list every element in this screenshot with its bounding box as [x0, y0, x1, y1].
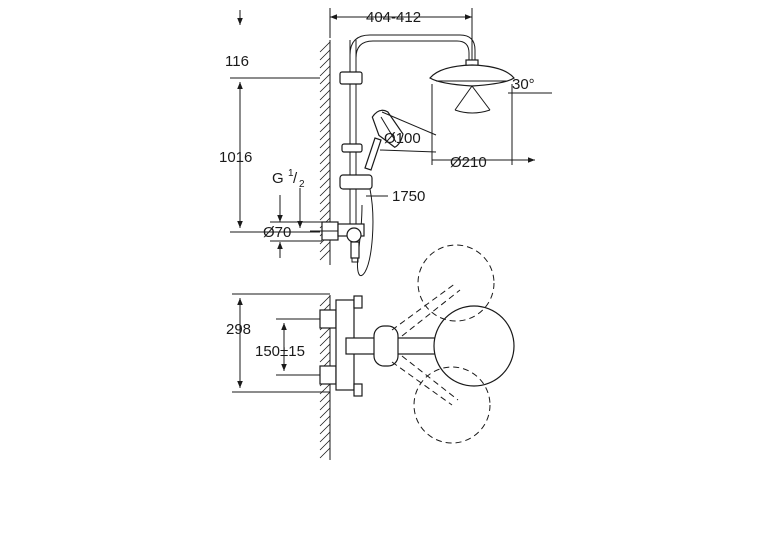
front-view: 30° Ø100 Ø210 1750 [219, 8, 552, 277]
hatch-line [319, 327, 331, 339]
thread-slash: / [293, 170, 298, 187]
hatch-line [319, 335, 331, 347]
hatch-line [319, 137, 331, 149]
hatch-line [319, 113, 331, 125]
hatch-line [319, 439, 331, 451]
swivel-positions [391, 244, 495, 444]
head-shower [429, 59, 515, 87]
hatch-line [319, 209, 331, 221]
hatch-line [319, 121, 331, 133]
hatch-line [319, 89, 331, 101]
hatch-line [319, 423, 331, 435]
hatch-line [319, 105, 331, 117]
hatch-line [319, 153, 331, 165]
wall-bracket [339, 71, 363, 85]
hatch-line [319, 295, 331, 307]
hatch-line [319, 447, 331, 459]
hatch-line [319, 169, 331, 181]
riser-rail [349, 40, 357, 225]
slider [339, 174, 373, 190]
hatch-line [319, 391, 331, 403]
head-tilt-angle-label: 30° [512, 76, 535, 93]
hatch-line [319, 145, 331, 157]
hatch-line [319, 201, 331, 213]
shower-arm [349, 34, 476, 75]
thermostat-front [310, 221, 365, 263]
hatch-line [319, 65, 331, 77]
thread-num: 1 [288, 168, 294, 179]
hatch-line [319, 177, 331, 189]
inlet-thread-label: G 1 / 2 [272, 168, 305, 190]
inlet-spacing-label: 150±15 [255, 343, 305, 360]
hatch-line [319, 193, 331, 205]
hatch-line [319, 161, 331, 173]
hatch-line [319, 249, 331, 261]
hatch-line [319, 351, 331, 363]
head-shower-diameter-label: Ø210 [450, 154, 487, 171]
hand-shower-diameter-label: Ø100 [384, 130, 421, 147]
bar-height-label: 1016 [219, 149, 252, 166]
hatch-line [319, 73, 331, 85]
hand-shower-diameter-leader [381, 111, 437, 136]
head-shower-top [433, 305, 515, 387]
hatch-line [319, 41, 331, 53]
hatch-line [319, 431, 331, 443]
hand-shower [341, 109, 404, 171]
hose-length-label: 1750 [392, 188, 425, 205]
hatch-line [319, 49, 331, 61]
top-view: 298 150±15 [226, 244, 515, 460]
hatch-line [319, 129, 331, 141]
hatch-line [319, 185, 331, 197]
hatch-line [319, 343, 331, 355]
thread-den: 2 [299, 179, 305, 190]
hatch-line [319, 97, 331, 109]
hatch-line [319, 81, 331, 93]
hatch-line [319, 415, 331, 427]
hatch-line [319, 399, 331, 411]
hatch-line [319, 241, 331, 253]
thread-g: G [272, 170, 284, 187]
arm-height-label: 116 [225, 53, 249, 70]
depth-label: 298 [226, 321, 251, 338]
hatch-line [319, 57, 331, 69]
hatch-line [319, 407, 331, 419]
head-tilt-lines [454, 85, 491, 114]
thermostat-top [319, 295, 363, 397]
width-label: 404-412 [366, 9, 421, 26]
hand-shower-diameter-line [379, 149, 437, 153]
escutcheon-diameter-label: Ø70 [263, 224, 291, 241]
